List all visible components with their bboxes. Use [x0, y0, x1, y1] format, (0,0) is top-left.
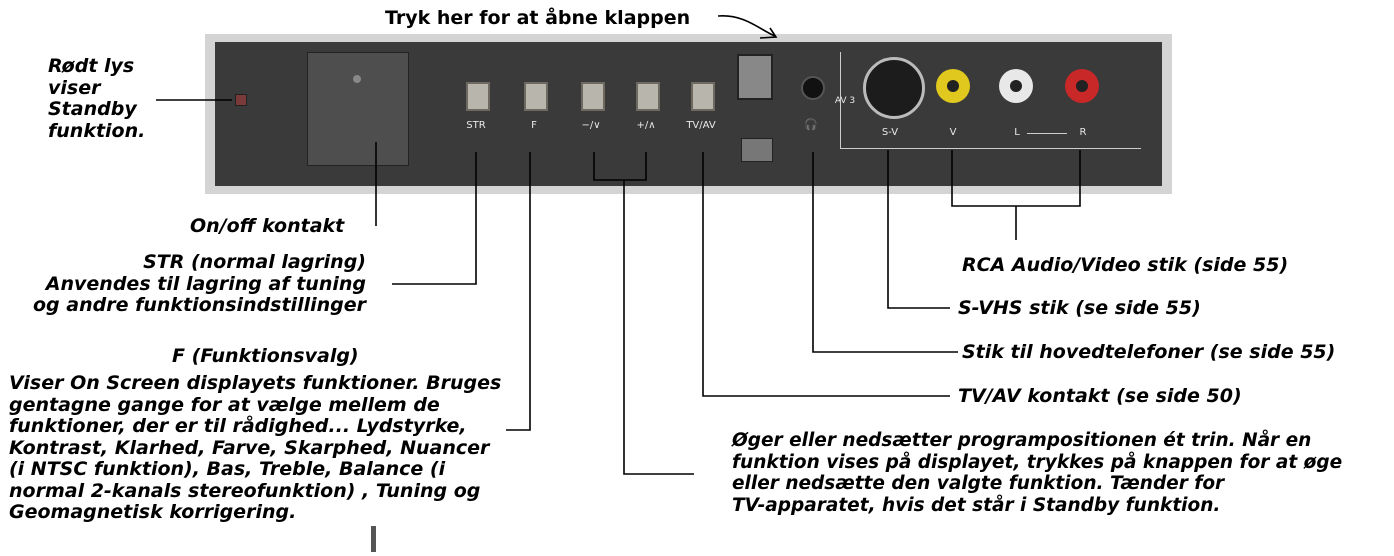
rca-label: RCA Audio/Video stik (side 55) — [962, 255, 1288, 277]
f-body-label: Viser On Screen displayets funktioner. B… — [9, 373, 501, 524]
str-line-2: Anvendes til lagring af tuning — [20, 274, 366, 296]
updown-line-2: funktion vises på displayet, trykkes på … — [732, 452, 1342, 474]
standby-line-1: Rødt lys — [48, 56, 145, 78]
f-body-line-7: Geomagnetisk korrigering. — [9, 502, 501, 524]
f-body-line-1: Viser On Screen displayets funktioner. B… — [9, 373, 501, 395]
str-label: STR (normal lagring) Anvendes til lagrin… — [20, 252, 366, 317]
f-body-line-2: gentagne gange for at vælge mellem de — [9, 395, 501, 417]
f-body-line-4: Kontrast, Klarhed, Farve, Skarphed, Nuan… — [9, 438, 501, 460]
standby-line-3: Standby — [48, 99, 145, 121]
standby-label: Rødt lys viser Standby funktion. — [48, 56, 145, 142]
page-scroll-indicator — [371, 526, 376, 552]
tvav-label: TV/AV kontakt (se side 50) — [958, 386, 1242, 408]
standby-line-4: funktion. — [48, 121, 145, 143]
f-body-line-6: normal 2-kanals stereofunktion) , Tuning… — [9, 481, 501, 503]
svhs-label: S-VHS stik (se side 55) — [958, 298, 1201, 320]
updown-line-3: eller nedsætte den valgte funktion. Tænd… — [732, 473, 1342, 495]
str-line-1: STR (normal lagring) — [20, 252, 366, 274]
onoff-label: On/off kontakt — [190, 216, 344, 238]
str-line-3: og andre funktionsindstillinger — [20, 295, 366, 317]
top-hint-arrow — [718, 16, 775, 36]
headphones-label: Stik til hovedtelefoner (se side 55) — [962, 342, 1335, 364]
updown-label: Øger eller nedsætter programpositionen é… — [732, 430, 1342, 516]
updown-line-4: TV-apparatet, hvis det står i Standby fu… — [732, 495, 1342, 517]
f-body-line-3: funktioner, der er til rådighed... Lydst… — [9, 416, 501, 438]
standby-line-2: viser — [48, 78, 145, 100]
f-body-line-5: (i NTSC funktion), Bas, Treble, Balance … — [9, 459, 501, 481]
updown-line-1: Øger eller nedsætter programpositionen é… — [732, 430, 1342, 452]
f-title-label: F (Funktionsvalg) — [172, 346, 359, 368]
